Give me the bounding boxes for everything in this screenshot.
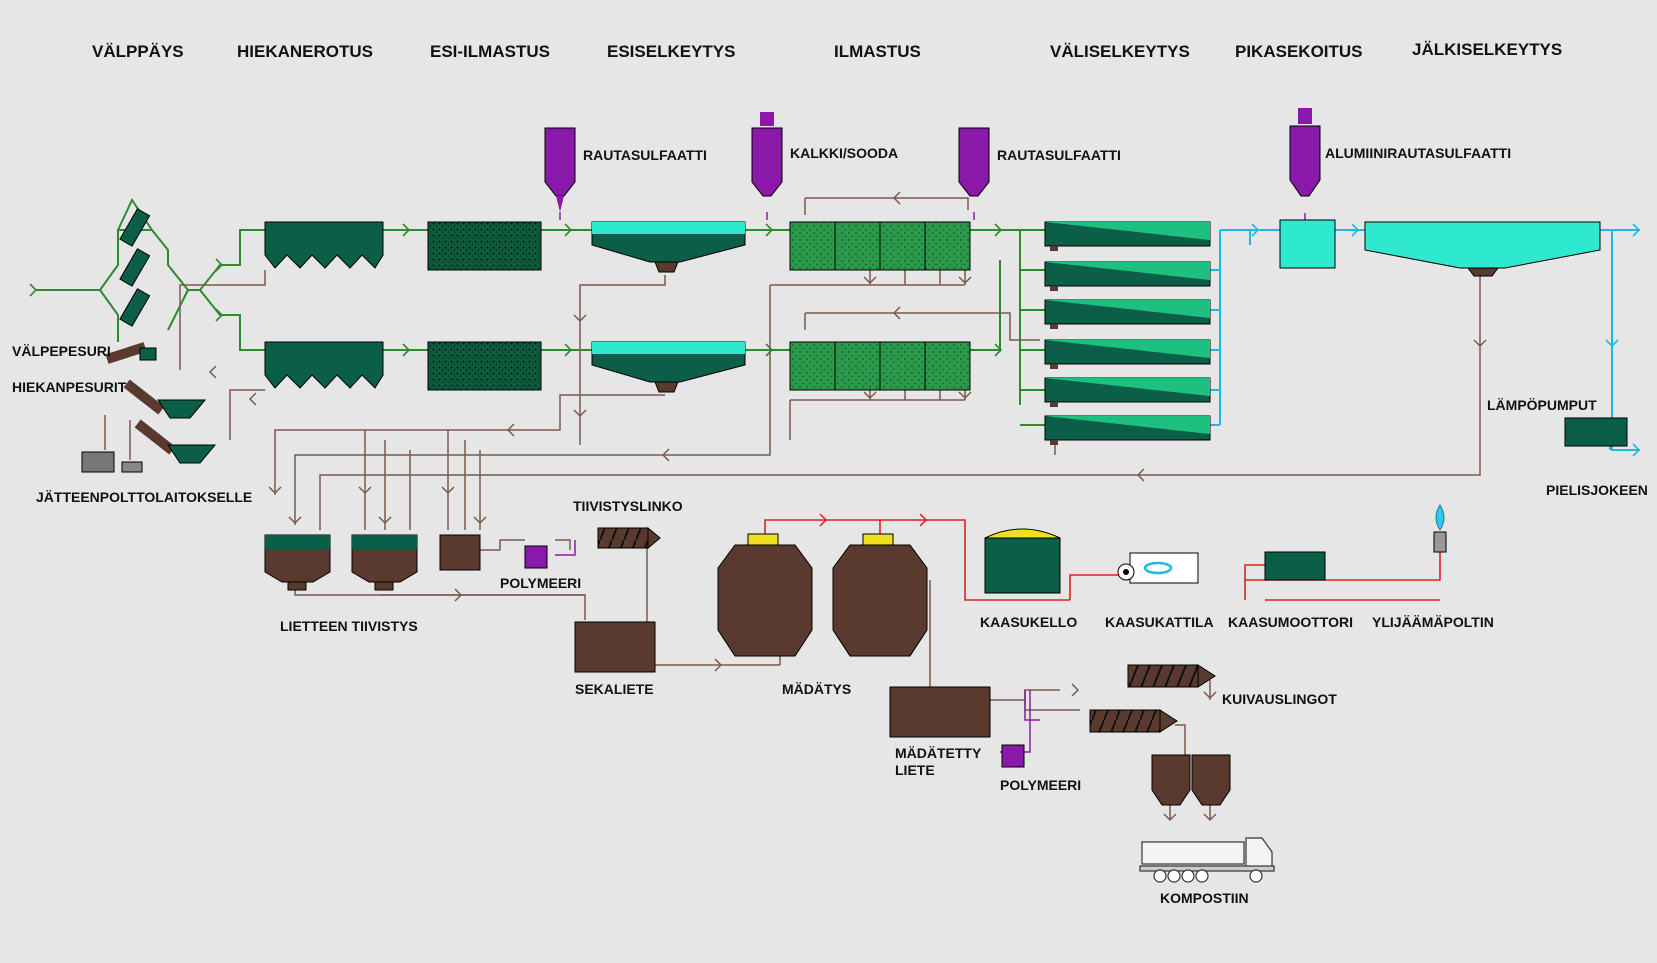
polymer-unit-2 bbox=[1001, 744, 1025, 768]
chemical-silo-2 bbox=[751, 112, 783, 197]
sludge-arrows bbox=[208, 191, 1487, 822]
aeration-basin-2 bbox=[789, 341, 971, 391]
flare bbox=[1433, 504, 1447, 553]
label-river: PIELISJOKEEN bbox=[1546, 482, 1648, 498]
sludge-thickener-2 bbox=[351, 534, 418, 591]
treated-water-lines bbox=[1210, 229, 1640, 451]
stage-header: VÄLPPÄYS bbox=[92, 42, 184, 61]
chemical-label: RAUTASULFAATTI bbox=[997, 147, 1121, 163]
label-digestion: MÄDÄTYS bbox=[782, 681, 851, 697]
drying-centrifuge-1 bbox=[1127, 664, 1216, 688]
sludge-lines bbox=[179, 197, 1481, 820]
stage-header: ESISELKEYTYS bbox=[607, 42, 735, 61]
gas-holder bbox=[984, 528, 1061, 594]
pre-aeration-tank-1 bbox=[427, 221, 542, 271]
primary-clarifier-2 bbox=[591, 341, 746, 393]
rapid-mix-tank bbox=[1279, 219, 1336, 269]
sludge-silos bbox=[1151, 754, 1231, 806]
heat-pump bbox=[1564, 417, 1628, 447]
chemical-silo-1 bbox=[544, 127, 576, 212]
stage-header: ILMASTUS bbox=[834, 42, 921, 61]
sand-washers bbox=[123, 379, 217, 464]
polymer-unit-1 bbox=[524, 545, 548, 569]
label-drying-centrifuges: KUIVAUSLINGOT bbox=[1222, 691, 1337, 707]
label-digested-sludge: LIETE bbox=[895, 762, 935, 778]
bar-screens bbox=[119, 208, 151, 327]
mixed-sludge-tank bbox=[574, 621, 656, 673]
digested-sludge-tank bbox=[889, 686, 991, 738]
water-arrows bbox=[29, 223, 1003, 357]
aeration-basin-1 bbox=[789, 221, 971, 271]
stage-header: ESI-ILMASTUS bbox=[430, 42, 550, 61]
gas-boiler bbox=[1117, 552, 1199, 584]
chemical-label: RAUTASULFAATTI bbox=[583, 147, 707, 163]
label-polymer-2: POLYMEERI bbox=[1000, 777, 1081, 793]
drying-centrifuge-2 bbox=[1089, 709, 1178, 733]
digester-1 bbox=[717, 533, 813, 657]
gas-arrows bbox=[819, 513, 928, 527]
chemical-silo-4 bbox=[1289, 108, 1321, 197]
grit-tank-2 bbox=[264, 341, 384, 389]
label-thickening-centrifuge: TIIVISTYSLINKO bbox=[573, 498, 683, 514]
digester-2 bbox=[832, 533, 928, 657]
grit-tank-1 bbox=[264, 221, 384, 269]
label-polymer: POLYMEERI bbox=[500, 575, 581, 591]
waste-bins bbox=[81, 415, 143, 473]
chemical-labels: RAUTASULFAATTI KALKKI/SOODA RAUTASULFAAT… bbox=[583, 145, 1511, 163]
label-gas-engine: KAASUMOOTTORI bbox=[1228, 614, 1353, 630]
primary-clarifier-1 bbox=[591, 221, 746, 273]
thickening-centrifuge bbox=[597, 526, 661, 550]
chemical-label: ALUMIINIRAUTASULFAATTI bbox=[1325, 145, 1511, 161]
stage-header: JÄLKISELKEYTYS bbox=[1412, 40, 1562, 59]
label-screen-washer: VÄLPEPESURI bbox=[12, 343, 111, 359]
label-gas-boiler: KAASUKATTILA bbox=[1105, 614, 1214, 630]
stage-headers: VÄLPPÄYS HIEKANEROTUS ESI-ILMASTUS ESISE… bbox=[92, 40, 1562, 61]
water-lines bbox=[35, 197, 1045, 426]
truck-icon bbox=[1139, 837, 1275, 883]
label-mixed-sludge: SEKALIETE bbox=[575, 681, 654, 697]
screen-washer bbox=[105, 342, 157, 364]
sludge-thickener-3 bbox=[439, 534, 481, 571]
treated-water-arrows bbox=[1251, 223, 1641, 457]
label-sludge-thickening: LIETTEEN TIIVISTYS bbox=[280, 618, 418, 634]
stage-header: VÄLISELKEYTYS bbox=[1050, 42, 1190, 61]
label-flare: YLIJÄÄMÄPOLTIN bbox=[1372, 614, 1494, 630]
gas-engine bbox=[1264, 551, 1326, 581]
label-to-compost: KOMPOSTIIN bbox=[1160, 890, 1249, 906]
label-digested-sludge: MÄDÄTETTY bbox=[895, 745, 982, 761]
equipment-labels: VÄLPEPESURI HIEKANPESURIT JÄTTEENPOLTTOL… bbox=[12, 343, 1648, 906]
stage-header: HIEKANEROTUS bbox=[237, 42, 373, 61]
chemical-silo-3 bbox=[958, 127, 990, 197]
pre-aeration-tank-2 bbox=[427, 341, 542, 391]
chemical-label: KALKKI/SOODA bbox=[790, 145, 898, 161]
intermediate-clarifiers bbox=[1044, 221, 1211, 445]
label-sand-washers: HIEKANPESURIT bbox=[12, 379, 127, 395]
label-to-incinerator: JÄTTEENPOLTTOLAITOKSELLE bbox=[36, 489, 252, 505]
label-gas-holder: KAASUKELLO bbox=[980, 614, 1077, 630]
final-clarifier bbox=[1364, 221, 1601, 277]
sludge-thickener-1 bbox=[264, 534, 331, 591]
label-heat-pumps: LÄMPÖPUMPUT bbox=[1487, 397, 1597, 413]
stage-header: PIKASEKOITUS bbox=[1235, 42, 1363, 61]
